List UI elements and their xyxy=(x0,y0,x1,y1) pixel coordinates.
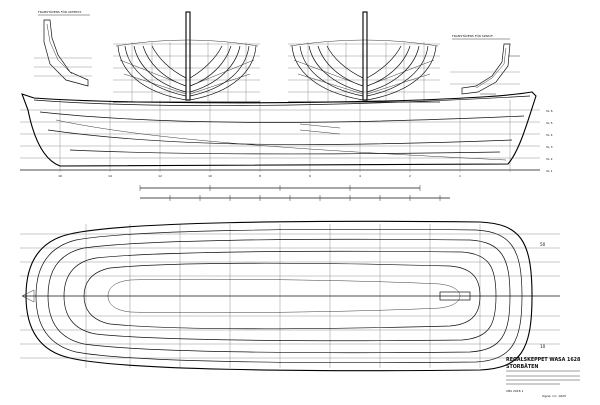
scale-bars xyxy=(139,185,450,201)
profile-view xyxy=(20,91,540,172)
station-label: 10 xyxy=(208,174,212,178)
plan-station-markers: 50 10 xyxy=(540,242,546,349)
waterline-label: VL 5 xyxy=(546,121,553,125)
station-label: 14 xyxy=(108,174,112,178)
title-block: REGALSKEPPET WASA 1628 STORBÅTEN CBS 201… xyxy=(506,357,581,398)
drawing-number: CBS 2018 1 xyxy=(506,389,524,393)
station-top-label: 50 xyxy=(540,242,546,247)
waterline-label: VL 4 xyxy=(546,133,553,137)
signature: Signe. rnr. 1625 xyxy=(542,394,566,398)
station-label: 8 xyxy=(259,174,261,178)
station-label: 2 xyxy=(409,174,411,178)
station-bottom-label: 10 xyxy=(540,344,546,349)
station-label: 6 xyxy=(309,174,311,178)
station-label: 4 xyxy=(359,174,361,178)
stern-post-detail: FRAMSTÄVENS FÖR AKTERST. xyxy=(34,9,92,87)
stem-detail: FRAMSTÄVENS FÖR SPRAYF. xyxy=(450,33,520,95)
frame-fwd-label: FRAMSTÄVENS FÖR SPRAYF. xyxy=(452,33,493,38)
title-line-2: STORBÅTEN xyxy=(506,363,538,370)
station-label: 12 xyxy=(158,174,162,178)
waterline-label: VL 3 xyxy=(546,145,553,149)
body-plan-fore xyxy=(288,11,440,103)
waterline-label: VL 1 xyxy=(546,169,553,173)
waterline-label: VL 6 xyxy=(546,109,553,113)
title-line-1: REGALSKEPPET WASA 1628 xyxy=(506,357,581,363)
station-label: 1 xyxy=(459,174,461,178)
station-labels: 16 14 12 10 8 6 4 2 1 xyxy=(58,174,461,178)
waterline-label: VL 2 xyxy=(546,157,553,161)
frame-aft-label: FRAMSTÄVENS FÖR AKTERST. xyxy=(38,9,82,14)
body-plan-aft xyxy=(113,11,260,103)
plan-view xyxy=(20,220,560,372)
waterline-labels: VL 6 VL 5 VL 4 VL 3 VL 2 VL 1 xyxy=(546,109,553,173)
station-label: 16 xyxy=(58,174,62,178)
